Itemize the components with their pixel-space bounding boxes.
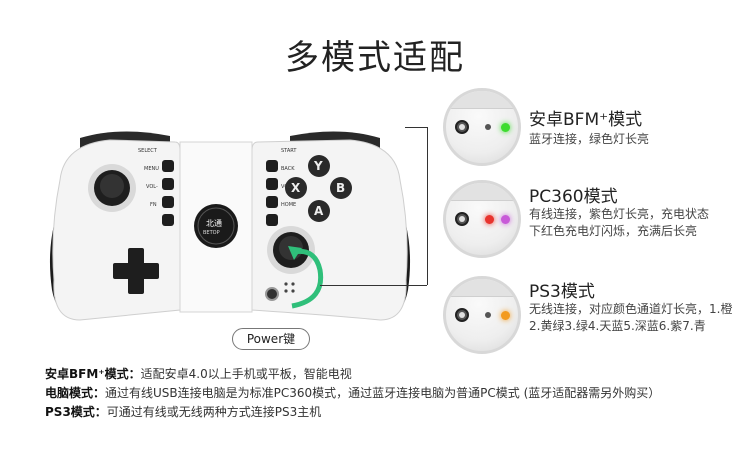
mode-bfm-name: 安卓BFM⁺模式 — [529, 110, 643, 130]
mode-bfm-zoom — [443, 88, 521, 166]
home-label: HOME — [281, 202, 297, 208]
vol-plus-label: VOL+ — [281, 184, 296, 190]
gamepad-illustration: SELECT MENU VOL- FN START BACK VOL+ HOME… — [40, 120, 420, 335]
menu-label: MENU — [144, 166, 159, 172]
footer-line-ps3: PS3模式：可通过有线或无线两种方式连接PS3主机 — [45, 405, 322, 419]
home-icon — [455, 308, 469, 322]
x-button-label: X — [291, 181, 301, 195]
mode-bfm-desc: 蓝牙连接，绿色灯长亮 — [529, 132, 650, 146]
home-icon — [455, 120, 469, 134]
logo-subtext: BETOP — [203, 230, 220, 236]
connector-line-bottom — [320, 285, 427, 286]
mode-pc360-name: PC360模式 — [529, 187, 618, 207]
b-button-label: B — [336, 181, 346, 195]
vol-minus-label: VOL- — [146, 184, 158, 190]
green-led-icon — [501, 123, 510, 132]
mode-ps3-zoom — [443, 276, 521, 354]
orange-led-icon — [501, 311, 510, 320]
start-label: START — [281, 148, 297, 154]
footer-line-bfm: 安卓BFM⁺模式：适配安卓4.0以上手机或平板，智能电视 — [45, 367, 352, 381]
power-button-callout: Power键 — [232, 328, 310, 350]
mode-pc360-desc: 有线连接，紫色灯长亮，充电状态下红色充电灯闪烁，充满后长亮 — [529, 207, 710, 238]
mode-bracket — [427, 127, 437, 285]
footer-line-pc: 电脑模式：通过有线USB连接电脑是为标准PC360模式，通过蓝牙连接电脑为普通P… — [45, 386, 661, 400]
y-button-label: Y — [314, 159, 323, 173]
a-button-label: A — [314, 204, 324, 218]
red-led-icon — [485, 215, 494, 224]
connector-line-top — [405, 127, 427, 128]
logo-text: 北通 — [206, 219, 222, 228]
purple-led-icon — [501, 215, 510, 224]
back-label: BACK — [281, 166, 295, 172]
mode-ps3-desc: 无线连接，对应颜色通道灯长亮，1.橙2.黄绿3.绿4.天蓝5.深蓝6.紫7.青 — [529, 302, 733, 333]
mode-pc360-zoom — [443, 180, 521, 258]
mode-ps3-name: PS3模式 — [529, 282, 595, 302]
home-icon — [455, 212, 469, 226]
footer-notes: 安卓BFM⁺模式：适配安卓4.0以上手机或平板，智能电视 电脑模式：通过有线US… — [45, 365, 745, 422]
fn-label: FN — [150, 202, 157, 208]
gamepad-body-icon — [49, 131, 411, 321]
select-label: SELECT — [138, 148, 157, 154]
page-title: 多模式适配 — [285, 38, 465, 78]
